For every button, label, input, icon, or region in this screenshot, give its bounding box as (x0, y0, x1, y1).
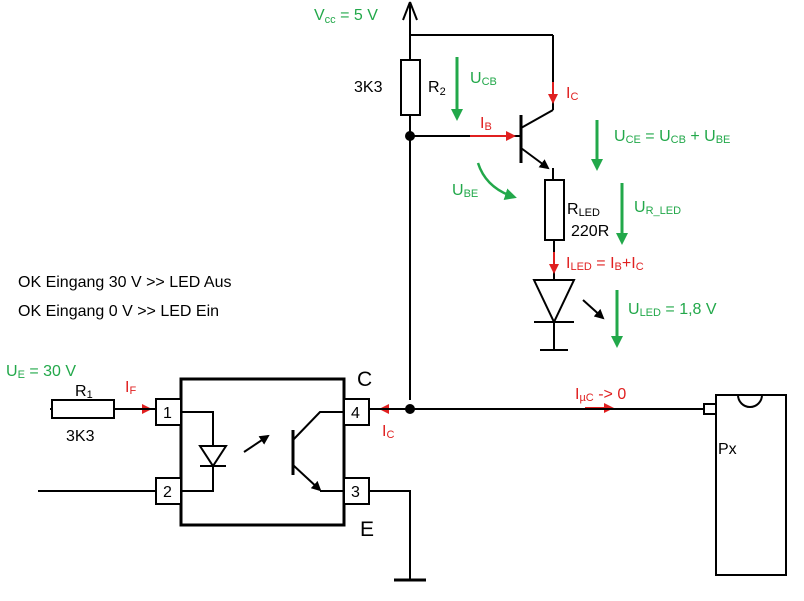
ic-opto-label: IC (382, 423, 394, 441)
if-label: IF (125, 379, 136, 397)
r2-name-label: R2 (428, 79, 446, 98)
current-arrows (125, 82, 614, 414)
uce-label: UCE = UCB + UBE (614, 128, 730, 146)
note-line-2: OK Eingang 0 V >> LED Ein (18, 303, 219, 320)
iuc-label: IµC -> 0 (575, 386, 626, 404)
r1-name-label: R1 (75, 383, 93, 401)
emitter-label: E (360, 518, 374, 541)
ucb-label: UCB (470, 70, 497, 88)
collector-label: C (357, 368, 372, 391)
rled-value-label: 220R (571, 223, 609, 240)
pin-1-label: 1 (163, 405, 172, 422)
urled-label: UR_LED (634, 199, 681, 217)
ube-label: UBE (452, 182, 478, 200)
uled-label: ULED = 1,8 V (628, 301, 717, 319)
pin-3-label: 3 (351, 484, 360, 501)
output-wiring (369, 404, 705, 582)
input-network (38, 399, 155, 492)
npn-transistor (519, 109, 554, 180)
ic-top-label: IC (566, 85, 578, 103)
voltage-arrows (451, 57, 628, 348)
note-line-1: OK Eingang 30 V >> LED Aus (18, 274, 231, 291)
ue-label: UE = 30 V (6, 363, 76, 381)
iled-label: ILED = IB+IC (566, 255, 644, 273)
r1-value-label: 3K3 (66, 428, 95, 445)
optocoupler-body (155, 377, 370, 527)
pin-4-label: 4 (351, 405, 360, 422)
rled-name-label: RLED (567, 201, 600, 219)
led-diode (532, 279, 605, 351)
vcc-label: Vcc = 5 V (314, 7, 378, 26)
mcu-pin-label: Px (718, 441, 737, 458)
rled-resistor (544, 179, 565, 241)
microcontroller (703, 394, 787, 576)
r2-value-label: 3K3 (354, 79, 383, 96)
ib-label: IB (480, 115, 492, 133)
pin-2-label: 2 (163, 484, 172, 501)
vcc-rail (402, 1, 554, 400)
r2-resistor (400, 59, 421, 116)
